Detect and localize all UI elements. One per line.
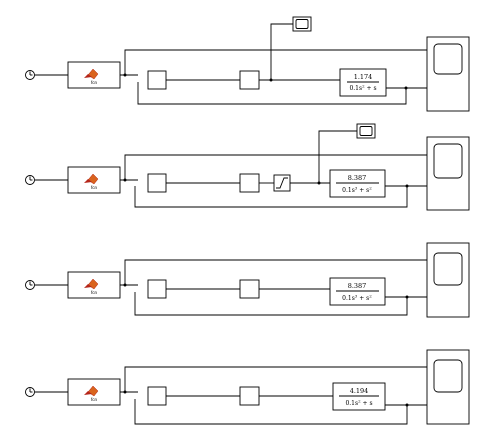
branch-point — [123, 390, 127, 394]
controller-block[interactable] — [239, 279, 260, 299]
wire-reference-scope — [124, 154, 427, 180]
diagram-2: fcn 8.387 0.1s3 + s2 — [25, 123, 470, 211]
tf-numerator: 4.194 — [350, 387, 369, 395]
main-scope-block[interactable] — [426, 136, 470, 211]
wire-reference-scope — [124, 49, 427, 75]
branch-point — [405, 184, 409, 188]
branch-point — [405, 403, 409, 407]
matlab-function-icon — [84, 278, 99, 290]
branch-point — [123, 178, 127, 182]
branch-point — [405, 295, 409, 299]
scope-icon — [433, 143, 463, 179]
clock-icon[interactable] — [25, 175, 35, 185]
wire-feedback — [134, 292, 408, 316]
wire-reference-scope — [124, 366, 427, 392]
fcn-label: fcn — [91, 290, 98, 295]
branch-point — [404, 86, 408, 90]
clock-icon[interactable] — [25, 387, 35, 397]
scope-icon — [359, 126, 373, 136]
main-scope-block[interactable] — [426, 349, 470, 425]
sum-block[interactable] — [147, 173, 167, 193]
matlab-function-block[interactable]: fcn — [67, 378, 121, 406]
transfer-function-block[interactable]: 1.174 0.1s2 + s — [339, 68, 387, 97]
tf-numerator: 1.174 — [354, 73, 373, 81]
controller-block[interactable] — [239, 386, 260, 406]
main-scope-block[interactable] — [426, 242, 470, 318]
wire-feedback — [137, 82, 407, 105]
scope-icon — [295, 19, 309, 29]
wire-to-top-scope — [318, 130, 357, 183]
top-scope-block[interactable] — [356, 123, 376, 139]
wire-feedback — [134, 186, 408, 208]
branch-point — [123, 283, 127, 287]
scope-icon — [433, 252, 463, 286]
controller-block[interactable] — [239, 70, 260, 90]
matlab-function-icon — [84, 385, 99, 397]
clock-icon[interactable] — [25, 70, 35, 80]
tf-numerator: 8.387 — [348, 282, 367, 290]
scope-icon — [433, 43, 463, 75]
matlab-function-icon — [84, 173, 99, 185]
saturation-block[interactable] — [273, 174, 291, 192]
transfer-function-block[interactable]: 8.387 0.1s3 + s2 — [329, 277, 386, 306]
sum-block[interactable] — [147, 70, 167, 90]
diagram-3: fcn 8.387 0.1s3 + s2 — [25, 242, 470, 318]
branch-point — [123, 73, 127, 77]
matlab-function-icon — [84, 68, 99, 80]
tf-denominator: 0.1s3 + s2 — [342, 294, 372, 303]
wire-feedback — [134, 399, 408, 425]
wire-reference-scope — [124, 259, 427, 285]
main-scope-block[interactable] — [426, 36, 470, 112]
fcn-label: fcn — [91, 185, 98, 190]
tf-denominator: 0.1s2 + s — [349, 84, 376, 93]
diagram-4: fcn 4.194 0.1s2 + s — [25, 349, 470, 425]
fcn-label: fcn — [91, 397, 98, 402]
controller-block[interactable] — [239, 173, 260, 193]
sum-block[interactable] — [147, 279, 167, 299]
tf-numerator: 8.387 — [348, 174, 367, 182]
clock-icon[interactable] — [25, 280, 35, 290]
matlab-function-block[interactable]: fcn — [67, 61, 121, 89]
branch-point — [317, 181, 321, 185]
scope-icon — [433, 359, 463, 393]
transfer-function-block[interactable]: 4.194 0.1s2 + s — [332, 382, 386, 411]
sum-block[interactable] — [147, 386, 167, 406]
matlab-function-block[interactable]: fcn — [67, 271, 121, 299]
branch-point — [269, 78, 273, 82]
tf-denominator: 0.1s2 + s — [345, 399, 372, 408]
wire-to-top-scope — [270, 23, 293, 80]
matlab-function-block[interactable]: fcn — [67, 166, 121, 194]
saturation-icon — [276, 177, 288, 189]
diagram-1: fcn 1.174 0.1s2 + s — [25, 16, 470, 112]
fcn-label: fcn — [91, 80, 98, 85]
top-scope-block[interactable] — [292, 16, 312, 32]
transfer-function-block[interactable]: 8.387 0.1s3 + s2 — [329, 169, 386, 198]
tf-denominator: 0.1s3 + s2 — [342, 186, 372, 195]
